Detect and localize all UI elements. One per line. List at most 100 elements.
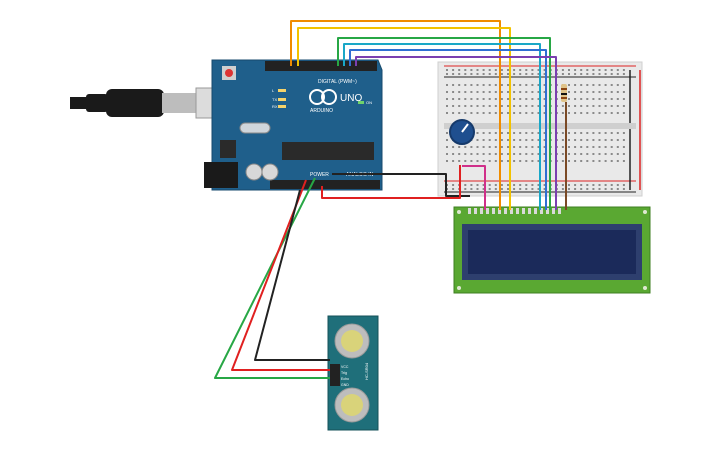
- breadboard-hole[interactable]: [531, 69, 534, 71]
- breadboard-hole[interactable]: [610, 112, 613, 114]
- breadboard-hole[interactable]: [513, 112, 516, 114]
- breadboard-hole[interactable]: [616, 184, 619, 186]
- breadboard-hole[interactable]: [592, 153, 595, 155]
- power-analog-header[interactable]: [270, 180, 380, 189]
- breadboard-hole[interactable]: [488, 160, 491, 162]
- breadboard-hole[interactable]: [507, 188, 509, 190]
- lcd-pin[interactable]: [486, 208, 489, 214]
- breadboard-hole[interactable]: [476, 184, 479, 186]
- breadboard-hole[interactable]: [464, 153, 467, 155]
- breadboard-hole[interactable]: [543, 112, 546, 114]
- breadboard-hole[interactable]: [622, 73, 625, 75]
- breadboard-hole[interactable]: [476, 132, 479, 134]
- breadboard-hole[interactable]: [561, 69, 564, 71]
- breadboard-hole[interactable]: [568, 69, 570, 71]
- breadboard-hole[interactable]: [568, 84, 570, 86]
- breadboard-hole[interactable]: [500, 84, 503, 86]
- breadboard-hole[interactable]: [574, 98, 577, 100]
- breadboard-hole[interactable]: [598, 153, 601, 155]
- breadboard-hole[interactable]: [610, 105, 613, 107]
- breadboard-hole[interactable]: [580, 73, 583, 75]
- breadboard-hole[interactable]: [482, 132, 485, 134]
- breadboard-hole[interactable]: [464, 188, 467, 190]
- breadboard-hole[interactable]: [446, 105, 448, 107]
- wires[interactable]: [214, 20, 567, 379]
- reset-button[interactable]: [225, 69, 233, 77]
- breadboard-hole[interactable]: [616, 91, 619, 93]
- breadboard-hole[interactable]: [500, 146, 503, 148]
- breadboard-hole[interactable]: [476, 84, 479, 86]
- breadboard-hole[interactable]: [561, 184, 564, 186]
- breadboard-hole[interactable]: [488, 139, 491, 141]
- lcd-pin[interactable]: [498, 208, 501, 214]
- breadboard-hole[interactable]: [580, 153, 583, 155]
- breadboard-hole[interactable]: [610, 98, 613, 100]
- breadboard-hole[interactable]: [616, 139, 619, 141]
- breadboard-hole[interactable]: [519, 132, 522, 134]
- breadboard-hole[interactable]: [574, 139, 577, 141]
- breadboard-hole[interactable]: [543, 184, 546, 186]
- breadboard-hole[interactable]: [622, 91, 625, 93]
- breadboard-hole[interactable]: [458, 105, 461, 107]
- breadboard-hole[interactable]: [513, 132, 516, 134]
- breadboard-hole[interactable]: [464, 105, 467, 107]
- breadboard-hole[interactable]: [580, 184, 583, 186]
- breadboard-hole[interactable]: [543, 84, 546, 86]
- breadboard-hole[interactable]: [446, 132, 448, 134]
- breadboard-hole[interactable]: [500, 69, 503, 71]
- lcd-pin[interactable]: [522, 208, 525, 214]
- breadboard-hole[interactable]: [452, 73, 455, 75]
- breadboard-hole[interactable]: [616, 69, 619, 71]
- breadboard-hole[interactable]: [568, 105, 570, 107]
- breadboard-hole[interactable]: [507, 160, 509, 162]
- breadboard-hole[interactable]: [574, 188, 577, 190]
- breadboard-hole[interactable]: [464, 184, 467, 186]
- breadboard-hole[interactable]: [543, 91, 546, 93]
- lcd-display[interactable]: [453, 206, 651, 294]
- breadboard-hole[interactable]: [525, 188, 528, 190]
- breadboard-hole[interactable]: [586, 91, 589, 93]
- breadboard-hole[interactable]: [494, 132, 497, 134]
- usb-cable[interactable]: [70, 87, 225, 119]
- breadboard-hole[interactable]: [616, 98, 619, 100]
- breadboard-hole[interactable]: [476, 160, 479, 162]
- breadboard-hole[interactable]: [476, 112, 479, 114]
- lcd-pin[interactable]: [504, 208, 507, 214]
- breadboard-hole[interactable]: [586, 73, 589, 75]
- breadboard-hole[interactable]: [476, 105, 479, 107]
- breadboard-hole[interactable]: [616, 160, 619, 162]
- breadboard-hole[interactable]: [568, 112, 570, 114]
- breadboard-hole[interactable]: [458, 73, 461, 75]
- breadboard-hole[interactable]: [580, 84, 583, 86]
- breadboard-hole[interactable]: [452, 98, 455, 100]
- breadboard-hole[interactable]: [507, 146, 509, 148]
- breadboard-hole[interactable]: [531, 160, 534, 162]
- breadboard-hole[interactable]: [580, 146, 583, 148]
- breadboard-hole[interactable]: [561, 188, 564, 190]
- breadboard-hole[interactable]: [604, 139, 607, 141]
- breadboard-hole[interactable]: [592, 139, 595, 141]
- breadboard-hole[interactable]: [592, 132, 595, 134]
- breadboard-hole[interactable]: [519, 98, 522, 100]
- breadboard-hole[interactable]: [561, 160, 564, 162]
- breadboard-hole[interactable]: [513, 91, 516, 93]
- breadboard-hole[interactable]: [622, 112, 625, 114]
- breadboard-hole[interactable]: [598, 139, 601, 141]
- breadboard-hole[interactable]: [494, 153, 497, 155]
- breadboard-hole[interactable]: [561, 146, 564, 148]
- potentiometer[interactable]: [449, 119, 475, 145]
- breadboard-hole[interactable]: [574, 146, 577, 148]
- breadboard-hole[interactable]: [513, 139, 516, 141]
- breadboard-hole[interactable]: [488, 91, 491, 93]
- breadboard-hole[interactable]: [482, 184, 485, 186]
- breadboard-hole[interactable]: [488, 112, 491, 114]
- breadboard-holes[interactable]: [446, 69, 625, 190]
- breadboard-hole[interactable]: [616, 73, 619, 75]
- breadboard-hole[interactable]: [598, 160, 601, 162]
- breadboard-hole[interactable]: [622, 132, 625, 134]
- breadboard-hole[interactable]: [458, 84, 461, 86]
- breadboard-hole[interactable]: [519, 91, 522, 93]
- breadboard-hole[interactable]: [482, 84, 485, 86]
- ultrasonic-sensor[interactable]: HC-SR04 VCC Trig Echo GND: [327, 315, 379, 431]
- breadboard-hole[interactable]: [604, 184, 607, 186]
